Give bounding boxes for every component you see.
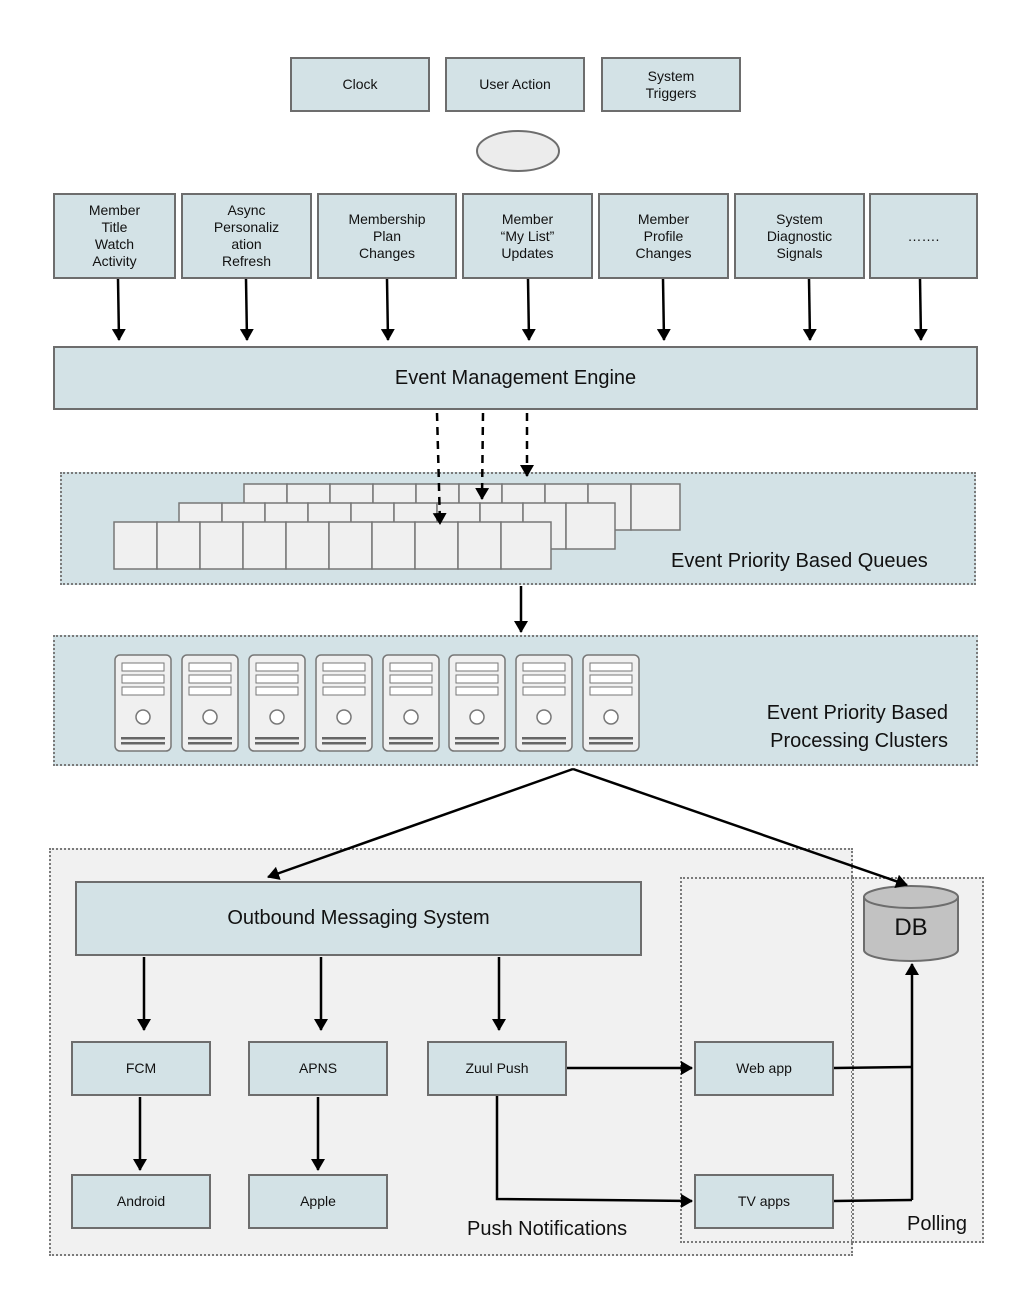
clusters-label: Event Priority Based Processing Clusters [766, 702, 948, 752]
android-box: Android [71, 1174, 211, 1229]
source-system-triggers: System Triggers [601, 57, 741, 112]
web-app-box: Web app [694, 1041, 834, 1096]
arrow-event-1 [111, 278, 126, 341]
tv-apps-box: TV apps [694, 1174, 834, 1229]
arrow-engine-to-queue-1 [432, 412, 447, 525]
event-membership-plan-changes: Membership Plan Changes [317, 193, 457, 279]
queues-label: Event Priority Based Queues [671, 550, 928, 572]
arrow-clusters-to-db [572, 767, 908, 889]
db-cylinder [863, 885, 959, 962]
arrow-event-3 [380, 278, 395, 341]
fcm-box: FCM [71, 1041, 211, 1096]
source-clock: Clock [290, 57, 430, 112]
event-async-personalization-refresh: Async Personaliz ation Refresh [181, 193, 312, 279]
queue-row-front [113, 521, 552, 570]
apple-box: Apple [248, 1174, 388, 1229]
event-more: ……. [869, 193, 978, 279]
arrow-zuul-to-tvapps [495, 1096, 693, 1208]
arrow-event-2 [239, 278, 254, 341]
arrow-event-6 [802, 278, 817, 341]
source-user-action: User Action [445, 57, 585, 112]
event-management-engine: Event Management Engine [53, 346, 978, 410]
polling-label: Polling [907, 1213, 968, 1235]
outbound-messaging-system: Outbound Messaging System [75, 881, 642, 956]
line-webapp-to-db [833, 1065, 913, 1070]
event-member-title-watch-activity: Member Title Watch Activity [53, 193, 176, 279]
arrow-event-5 [656, 278, 671, 341]
event-member-profile-changes: Member Profile Changes [598, 193, 729, 279]
event-system-diagnostic-signals: System Diagnostic Signals [734, 193, 865, 279]
db-label: DB [894, 914, 928, 941]
trigger-oval [476, 130, 560, 172]
arrow-engine-to-queue-2 [475, 412, 490, 500]
server-rack [114, 654, 640, 752]
push-notifications-label: Push Notifications [467, 1218, 628, 1240]
line-tvapps-to-db [833, 1198, 913, 1203]
apns-box: APNS [248, 1041, 388, 1096]
arrow-event-4 [521, 278, 536, 341]
arrow-event-7 [913, 278, 928, 341]
clients-region [680, 877, 984, 1243]
zuul-push-box: Zuul Push [427, 1041, 567, 1096]
arrow-clusters-to-outbound [267, 767, 574, 880]
event-member-my-list-updates: Member “My List” Updates [462, 193, 593, 279]
